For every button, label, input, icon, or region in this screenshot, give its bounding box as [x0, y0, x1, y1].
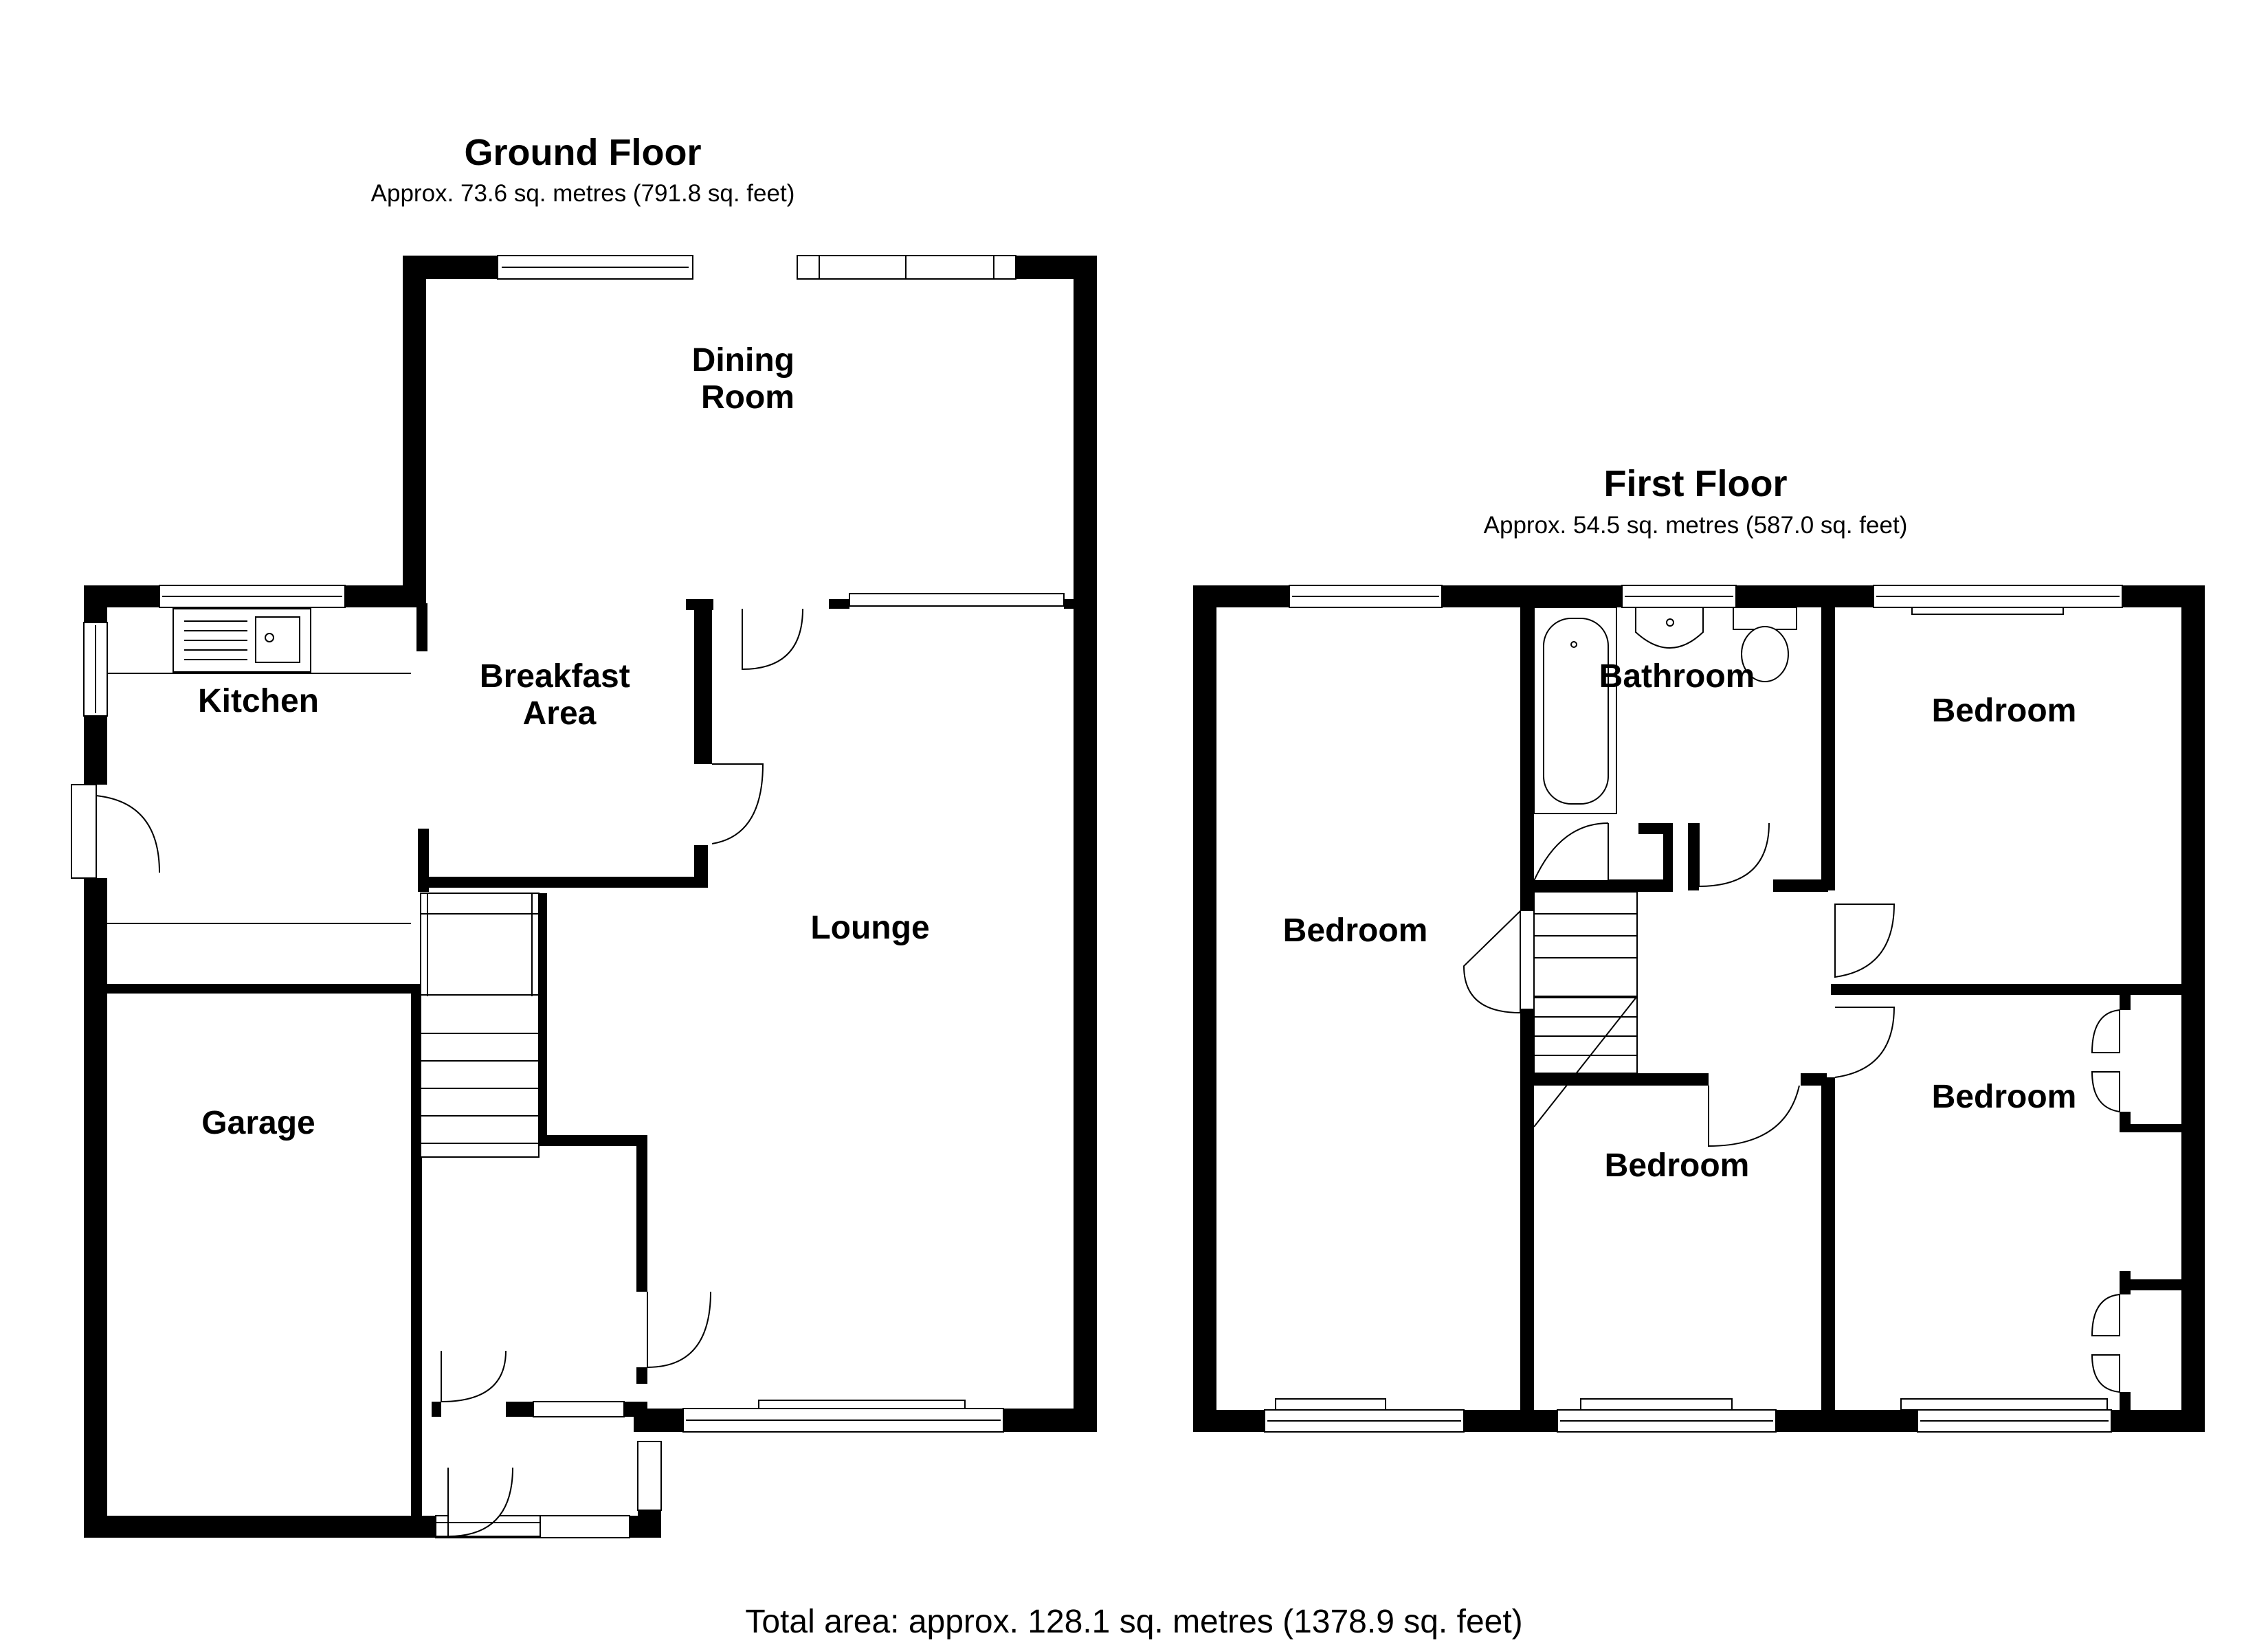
wardrobe-door-2 — [2091, 1071, 2120, 1113]
ground-floor-title: Ground Floor — [465, 132, 702, 173]
first-floor-staircase-icon — [1533, 891, 1638, 1128]
staircase-icon — [420, 893, 540, 1158]
first-floor-room-labels: Bathroom Bedroom Bedroom Bedroom Bedroom — [1283, 658, 2077, 1184]
ground-floor-windows — [83, 255, 1065, 1538]
wardrobe-door-3 — [2091, 1293, 2120, 1336]
room-label-dining-room: Dining Room — [692, 342, 804, 416]
room-label-bathroom: Bathroom — [1599, 658, 1755, 695]
room-label-lounge: Lounge — [810, 910, 929, 946]
room-label-bedroom-front-left: Bedroom — [1283, 912, 1428, 949]
kitchen-side-door — [71, 784, 97, 879]
first-floor-area: Approx. 54.5 sq. metres (587.0 sq. feet) — [1484, 512, 1908, 539]
ground-floor-plan: Dining Room Breakfast Area Kitchen Loung… — [71, 255, 1097, 1538]
wardrobe-door-4 — [2091, 1354, 2120, 1393]
ground-floor-room-labels: Dining Room Breakfast Area Kitchen Loung… — [198, 342, 930, 1141]
airing-cupboard-door — [1533, 822, 1609, 882]
first-floor-fixtures — [1533, 607, 1797, 1128]
door-bathroom — [1698, 822, 1770, 888]
ground-floor-heading: Ground Floor Approx. 73.6 sq. metres (79… — [371, 132, 795, 207]
toilet-icon — [1733, 607, 1797, 682]
wardrobe-door-1 — [2091, 1009, 2120, 1053]
first-floor-doors — [1463, 822, 2120, 1393]
ground-floor-fixtures — [107, 608, 540, 1158]
door-hall-lounge — [647, 1291, 711, 1369]
washbasin-icon — [1635, 607, 1704, 649]
ground-floor-walls — [84, 256, 1097, 1538]
total-area: Total area: approx. 128.1 sq. metres (13… — [745, 1604, 1522, 1640]
ground-floor-area: Approx. 73.6 sq. metres (791.8 sq. feet) — [371, 180, 795, 207]
door-bedroom-front-middle — [1708, 1085, 1800, 1147]
first-floor-title: First Floor — [1604, 463, 1788, 504]
room-label-bedroom-middle-right: Bedroom — [1932, 1079, 2077, 1115]
room-label-breakfast-area: Breakfast Area — [480, 658, 639, 732]
first-floor-plan: Bathroom Bedroom Bedroom Bedroom Bedroom — [1193, 585, 2205, 1433]
first-floor-windows — [1264, 585, 2123, 1433]
door-dining-lounge — [742, 608, 803, 671]
room-label-bedroom-rear-right: Bedroom — [1932, 693, 2077, 729]
room-label-bedroom-front-middle: Bedroom — [1605, 1147, 1750, 1184]
door-porch — [441, 1350, 507, 1403]
first-floor-heading: First Floor Approx. 54.5 sq. metres (587… — [1484, 463, 1908, 539]
ground-floor-doors — [71, 608, 803, 1538]
door-bedroom-front-left — [1463, 909, 1521, 1014]
door-bedroom-rear-right — [1834, 904, 1895, 978]
door-breakfast-lounge — [711, 763, 764, 844]
room-label-kitchen: Kitchen — [198, 683, 319, 719]
door-bedroom-middle-right — [1834, 1007, 1895, 1078]
bathtub-icon — [1533, 607, 1617, 814]
room-label-garage: Garage — [201, 1105, 315, 1141]
